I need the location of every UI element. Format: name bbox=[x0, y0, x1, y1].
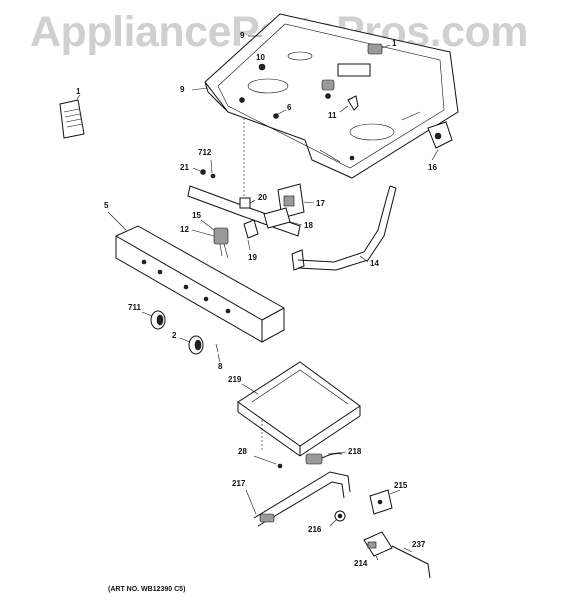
wire-237-part[interactable] bbox=[391, 545, 431, 579]
art-number: (ART NO. WB12390 C5) bbox=[108, 586, 186, 593]
callout-9-top: 9 bbox=[240, 31, 245, 40]
callout-18: 18 bbox=[304, 221, 313, 230]
clip-11-part[interactable] bbox=[339, 95, 359, 113]
owners-manual-part[interactable] bbox=[59, 99, 85, 139]
callout-17: 17 bbox=[316, 199, 325, 208]
callout-217: 217 bbox=[232, 479, 246, 488]
callout-711: 711 bbox=[128, 303, 141, 312]
callout-1-manual: 1 bbox=[76, 87, 81, 96]
bracket-16-part[interactable] bbox=[427, 121, 453, 161]
burner-box-part[interactable] bbox=[204, 13, 459, 179]
burner-217-part[interactable] bbox=[245, 471, 351, 527]
callout-6: 6 bbox=[287, 103, 292, 112]
electrode-214-part[interactable] bbox=[363, 531, 393, 561]
callout-21: 21 bbox=[180, 163, 189, 172]
callout-2: 2 bbox=[172, 331, 177, 340]
knob-711-part[interactable] bbox=[141, 310, 166, 330]
callout-214: 214 bbox=[354, 559, 368, 568]
knob-2-part[interactable] bbox=[179, 335, 204, 355]
manifold-part[interactable] bbox=[187, 185, 305, 271]
screw-6-part[interactable] bbox=[273, 109, 287, 119]
callout-10: 10 bbox=[256, 53, 265, 62]
nut-216-part[interactable] bbox=[329, 510, 346, 527]
bracket-215-part[interactable] bbox=[369, 489, 401, 515]
callout-712: 712 bbox=[198, 148, 212, 157]
screw-10-part[interactable] bbox=[258, 63, 266, 71]
screw-28-part[interactable] bbox=[253, 455, 283, 469]
gas-tube-14-part[interactable] bbox=[297, 185, 397, 271]
callout-14: 14 bbox=[370, 259, 379, 268]
callout-218: 218 bbox=[348, 447, 362, 456]
callout-215: 215 bbox=[394, 481, 408, 490]
bracket-18-part[interactable] bbox=[263, 207, 303, 229]
burner-baffle-219-part[interactable] bbox=[237, 361, 361, 457]
callout-5: 5 bbox=[104, 201, 109, 210]
leader-line bbox=[76, 94, 81, 100]
spring-8-part[interactable] bbox=[215, 343, 221, 363]
callout-1-igniter: 1 bbox=[392, 39, 397, 48]
igniter-218-part[interactable] bbox=[305, 451, 347, 465]
screw-712-part[interactable] bbox=[210, 159, 216, 179]
screw-21-part[interactable] bbox=[192, 167, 206, 175]
callout-19: 19 bbox=[248, 253, 257, 262]
callout-20: 20 bbox=[258, 193, 267, 202]
callout-237: 237 bbox=[412, 540, 426, 549]
callout-8: 8 bbox=[218, 362, 223, 371]
callout-216: 216 bbox=[308, 525, 322, 534]
callout-28: 28 bbox=[238, 447, 247, 456]
callout-15: 15 bbox=[192, 211, 201, 220]
callout-12: 12 bbox=[180, 225, 189, 234]
callout-16: 16 bbox=[428, 163, 437, 172]
callout-219: 219 bbox=[228, 375, 242, 384]
callout-11: 11 bbox=[328, 111, 337, 120]
callout-9-left: 9 bbox=[180, 85, 185, 94]
manifold-panel-5-part[interactable] bbox=[115, 225, 285, 343]
igniter-top-part[interactable] bbox=[321, 43, 383, 99]
